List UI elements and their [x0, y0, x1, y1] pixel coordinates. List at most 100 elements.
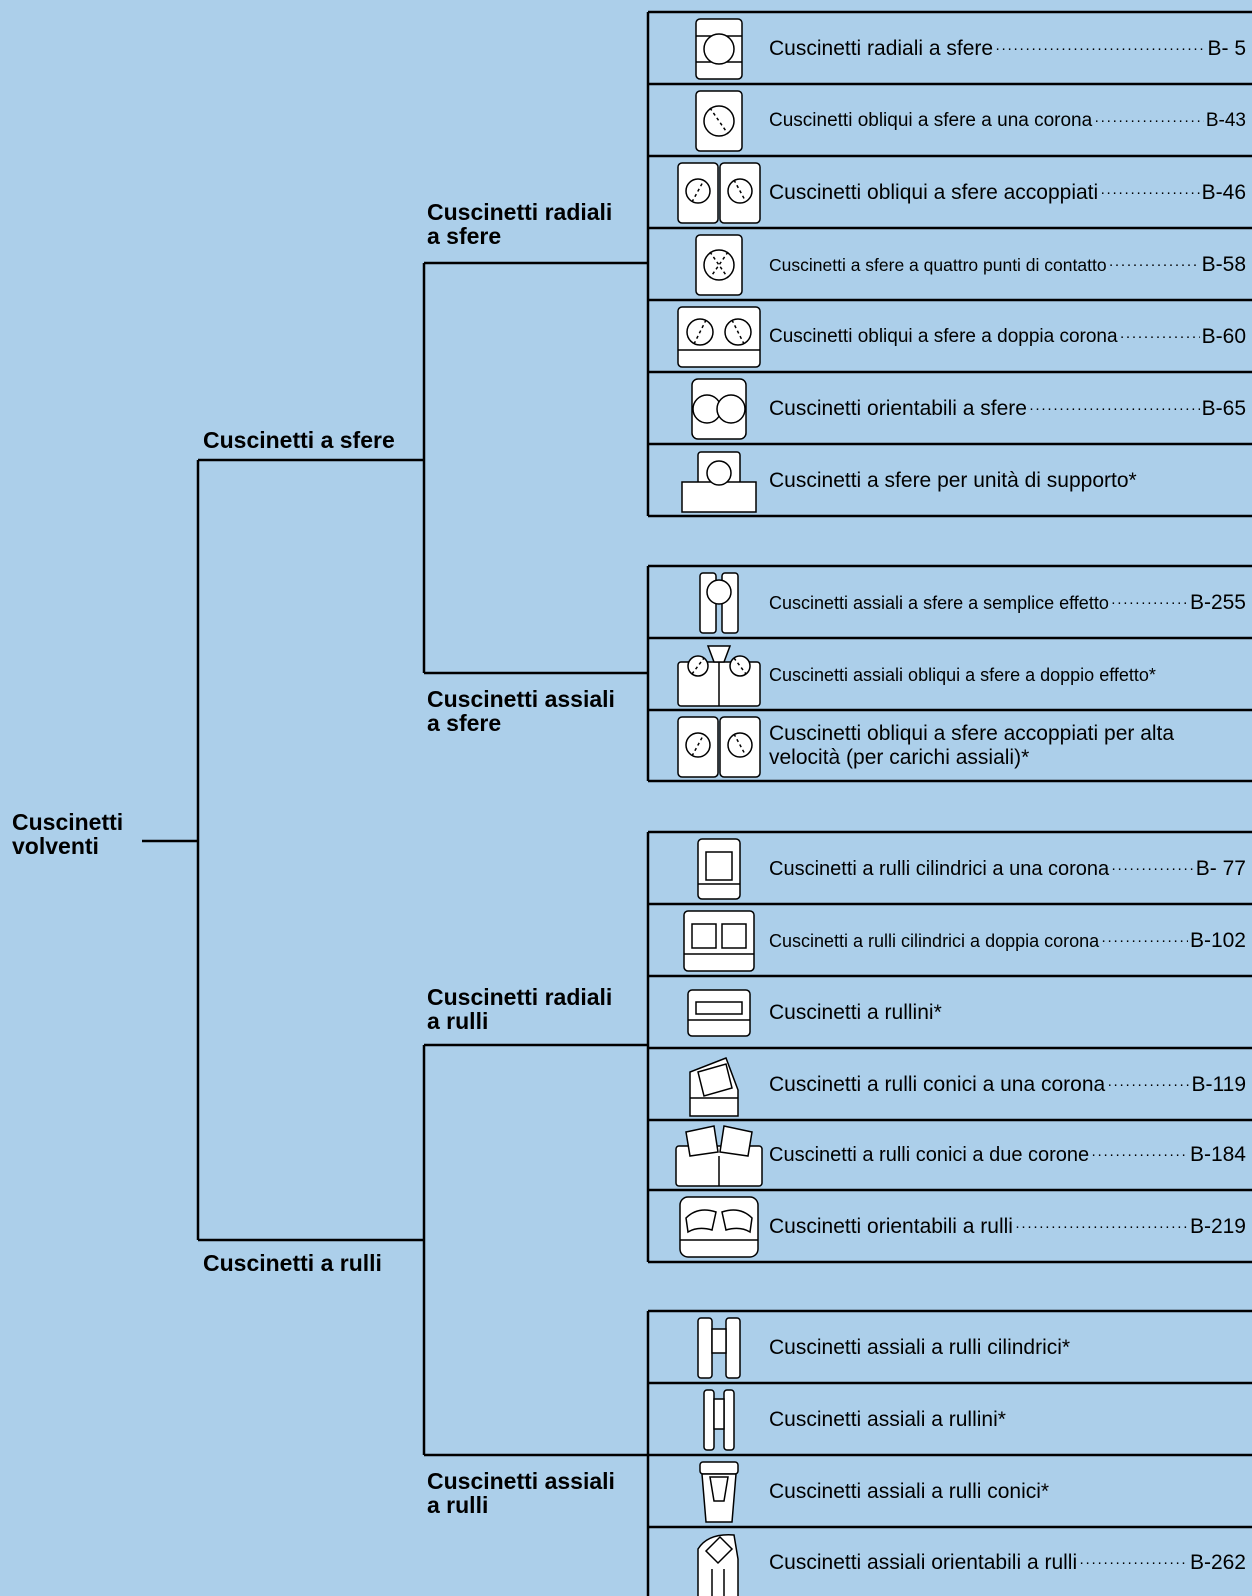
needle-roller-icon: [687, 989, 751, 1037]
row-title: Cuscinetti assiali a rulli conici*: [769, 1480, 1050, 1503]
leader-dots: ········································…: [1028, 400, 1200, 417]
row-angular-contact-ball[interactable]: Cuscinetti obliqui a sfere a una corona …: [769, 86, 1252, 156]
row-tapered-roller[interactable]: Cuscinetti a rulli conici a una corona ·…: [769, 1050, 1252, 1120]
leader-dots: ········································…: [1079, 1553, 1188, 1571]
group-radial-ball-line2: a sfere: [427, 223, 502, 249]
row-title: Cuscinetti assiali a rulli cilindrici*: [769, 1336, 1071, 1359]
page-ref[interactable]: B-262: [1189, 1550, 1246, 1574]
row-double-row-angular-ball[interactable]: Cuscinetti obliqui a sfere a doppia coro…: [769, 302, 1252, 372]
page-ref[interactable]: B-255: [1189, 591, 1246, 614]
leader-dots: ········································…: [1094, 112, 1204, 129]
row-title: Cuscinetti assiali obliqui a sfere a dop…: [769, 665, 1156, 685]
tapered-roller-icon: [689, 1057, 739, 1117]
page-ref[interactable]: B-43: [1205, 110, 1246, 131]
row-paired-angular-ball[interactable]: Cuscinetti obliqui a sfere accoppiati ··…: [769, 158, 1252, 228]
row-title: Cuscinetti assiali a rullini*: [769, 1408, 1006, 1431]
double-cylindrical-roller-icon: [683, 910, 755, 972]
page-ref[interactable]: B-102: [1189, 929, 1246, 952]
page-ref[interactable]: B-219: [1189, 1215, 1246, 1238]
double-tapered-roller-icon: [675, 1125, 763, 1187]
row-title: Cuscinetti radiali a sfere: [769, 37, 994, 60]
angular-contact-ball-icon: [695, 90, 743, 152]
four-point-ball-icon: [695, 234, 743, 296]
group-thrust-ball-line2: a sfere: [427, 710, 502, 736]
row-title: Cuscinetti a rulli conici a una corona: [769, 1073, 1106, 1096]
row-thrust-ball-single[interactable]: Cuscinetti assiali a sfere a semplice ef…: [769, 568, 1252, 638]
page-ref[interactable]: B-184: [1189, 1143, 1246, 1166]
group-thrust-roller-line1: Cuscinetti assiali: [427, 1468, 615, 1494]
page-ref[interactable]: B-119: [1191, 1073, 1246, 1096]
row-title: Cuscinetti obliqui a sfere accoppiati: [769, 181, 1099, 204]
row-title: Cuscinetti a rulli cilindrici a una coro…: [769, 858, 1110, 880]
thrust-cylindrical-roller-icon: [697, 1317, 741, 1379]
leader-dots: ········································…: [1119, 328, 1200, 345]
group-thrust-roller-label: Cuscinetti assiali a rulli: [427, 1469, 615, 1517]
page-ref[interactable]: B- 5: [1207, 37, 1246, 60]
row-title: Cuscinetti a sfere a quattro punti di co…: [769, 255, 1107, 275]
insert-ball-icon: [681, 451, 757, 513]
row-thrust-angular-double[interactable]: Cuscinetti assiali obliqui a sfere a dop…: [769, 640, 1252, 710]
deep-groove-ball-icon: [695, 18, 743, 80]
cylindrical-roller-icon: [697, 838, 741, 900]
leader-dots: ········································…: [1101, 932, 1188, 949]
row-paired-high-speed[interactable]: Cuscinetti obliqui a sfere accoppiati pe…: [769, 710, 1252, 781]
leader-dots: ········································…: [1100, 184, 1199, 201]
row-thrust-needle-roller[interactable]: Cuscinetti assiali a rullini*: [769, 1385, 1252, 1455]
root-label-line2: volventi: [12, 833, 99, 859]
row-title: Cuscinetti obliqui a sfere a una corona: [769, 110, 1093, 131]
row-spherical-roller[interactable]: Cuscinetti orientabili a rulli ·········…: [769, 1192, 1252, 1262]
row-title: Cuscinetti orientabili a sfere: [769, 397, 1027, 420]
row-four-point-ball[interactable]: Cuscinetti a sfere a quattro punti di co…: [769, 230, 1252, 300]
group-thrust-ball-line1: Cuscinetti assiali: [427, 686, 615, 712]
root-label: Cuscinetti volventi: [12, 810, 123, 858]
branch-roller-label: Cuscinetti a rulli: [203, 1250, 382, 1276]
page-ref[interactable]: B- 77: [1195, 857, 1246, 880]
leader-dots: ········································…: [1091, 1146, 1188, 1163]
row-title: Cuscinetti assiali a sfere a semplice ef…: [769, 593, 1109, 613]
row-self-aligning-ball[interactable]: Cuscinetti orientabili a sfere ·········…: [769, 374, 1252, 444]
row-title: Cuscinetti orientabili a rulli: [769, 1215, 1013, 1238]
page-ref[interactable]: B-46: [1201, 181, 1246, 204]
row-insert-ball[interactable]: Cuscinetti a sfere per unità di supporto…: [769, 446, 1252, 516]
group-thrust-ball-label: Cuscinetti assiali a sfere: [427, 687, 615, 735]
leader-dots: ········································…: [1014, 1218, 1188, 1235]
double-row-angular-ball-icon: [677, 306, 761, 368]
thrust-spherical-roller-icon: [697, 1534, 739, 1596]
leader-dots: ········································…: [1111, 860, 1194, 877]
row-needle-roller[interactable]: Cuscinetti a rullini*: [769, 978, 1252, 1048]
page-ref[interactable]: B-58: [1201, 253, 1246, 276]
group-radial-roller-line2: a rulli: [427, 1008, 489, 1034]
paired-angular-ball-icon: [677, 162, 761, 224]
row-deep-groove-ball[interactable]: Cuscinetti radiali a sfere ·············…: [769, 14, 1252, 84]
row-title: Cuscinetti a rulli conici a due corone: [769, 1144, 1090, 1166]
group-radial-ball-label: Cuscinetti radiali a sfere: [427, 200, 612, 248]
leader-dots: ········································…: [995, 40, 1205, 57]
spherical-roller-icon: [679, 1196, 759, 1258]
thrust-tapered-roller-icon: [699, 1461, 739, 1523]
row-title: Cuscinetti a rulli cilindrici a doppia c…: [769, 931, 1100, 951]
page-ref[interactable]: B-60: [1201, 325, 1246, 348]
group-radial-ball-line1: Cuscinetti radiali: [427, 199, 613, 225]
row-cylindrical-roller[interactable]: Cuscinetti a rulli cilindrici a una coro…: [769, 834, 1252, 904]
group-thrust-roller-line2: a rulli: [427, 1492, 489, 1518]
row-title: Cuscinetti a sfere per unità di supporto…: [769, 469, 1137, 492]
row-double-tapered-roller[interactable]: Cuscinetti a rulli conici a due corone ·…: [769, 1120, 1252, 1190]
thrust-angular-double-icon: [677, 645, 761, 707]
paired-high-speed-icon: [677, 716, 761, 778]
leader-dots: ········································…: [1107, 1076, 1189, 1093]
thrust-ball-single-icon: [699, 572, 739, 634]
group-radial-roller-line1: Cuscinetti radiali: [427, 984, 613, 1010]
row-double-cylindrical-roller[interactable]: Cuscinetti a rulli cilindrici a doppia c…: [769, 906, 1252, 976]
thrust-needle-roller-icon: [703, 1389, 735, 1451]
row-thrust-spherical-roller[interactable]: Cuscinetti assiali orientabili a rulli ·…: [769, 1529, 1252, 1596]
root-label-line1: Cuscinetti: [12, 809, 124, 835]
row-thrust-tapered-roller[interactable]: Cuscinetti assiali a rulli conici*: [769, 1457, 1252, 1527]
page-ref[interactable]: B-65: [1201, 397, 1246, 420]
group-radial-roller-label: Cuscinetti radiali a rulli: [427, 985, 612, 1033]
row-title: Cuscinetti assiali orientabili a rulli: [769, 1550, 1078, 1574]
row-thrust-cylindrical-roller[interactable]: Cuscinetti assiali a rulli cilindrici*: [769, 1313, 1252, 1383]
row-title: Cuscinetti obliqui a sfere accoppiati pe…: [769, 721, 1175, 769]
leader-dots: ········································…: [1110, 594, 1188, 611]
